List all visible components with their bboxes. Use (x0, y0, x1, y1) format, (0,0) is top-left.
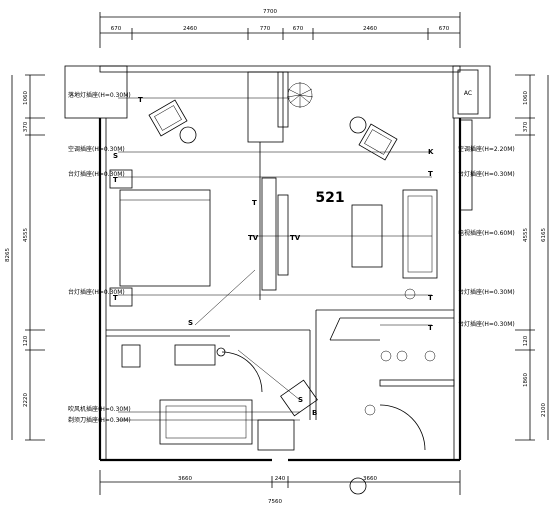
dim-bottom-total: 7560 (268, 499, 282, 505)
furniture: AC (109, 69, 479, 495)
round-table (349, 477, 367, 495)
label-ac-right: 空调插座(H=2.20M) (458, 145, 515, 153)
label-lamp-left-bottom: 台灯插座(H=0.30M) (68, 288, 125, 296)
nightstand-top (109, 169, 133, 189)
side-table-left (179, 126, 197, 144)
label-tv: 电视插座(H=0.60M) (458, 229, 515, 237)
bathroom-door-swing (221, 351, 263, 393)
bed (119, 189, 211, 287)
dim-bottom-3: 3660 (363, 476, 377, 482)
outlet-tv-right: TV (290, 234, 301, 242)
outlet-tv-center: TV (248, 234, 259, 242)
outlet-lamp-left-top: T (113, 176, 118, 184)
label-shaver: 剃须刀插座(H=0.30M) (68, 416, 131, 424)
dim-top-3: 770 (260, 26, 271, 32)
dim-right-3: 4555 (523, 228, 529, 242)
outlet-hairdryer: S (298, 396, 303, 404)
outlet-symbols: S T T T T TV TV K T T T B S S (113, 96, 434, 417)
fridge-label: AC (464, 90, 472, 97)
right-dimensions: 1060 370 4555 120 1860 6165 2100 (515, 74, 549, 441)
desk (459, 119, 473, 211)
dim-top-6: 670 (439, 26, 450, 32)
outlet-lamp-right-2: T (428, 294, 433, 302)
bottom-dimensions: 3660 240 3660 7560 (99, 470, 461, 505)
bathtub (159, 399, 253, 445)
plant-icon (286, 82, 314, 108)
armchair-left (148, 99, 188, 137)
dim-right-total-upper: 6165 (541, 228, 547, 242)
dim-right-total-lower: 2100 (541, 403, 547, 417)
door-swing (379, 404, 426, 451)
dim-left-1: 1060 (23, 91, 29, 105)
outlet-ac-left: S (113, 152, 118, 160)
dim-left-4: 120 (23, 335, 29, 346)
dim-top-2: 2460 (183, 26, 197, 32)
top-dimensions: 7700 670 2460 770 670 2460 670 (99, 9, 461, 48)
dim-top-total: 7700 (263, 9, 277, 15)
label-hairdryer: 吹风机插座(H=0.30M) (68, 405, 131, 413)
dim-left-5: 2220 (23, 393, 29, 407)
left-dimensions: 8265 1060 370 4555 120 2220 (5, 74, 45, 441)
outlet-floor-lamp: T (138, 96, 143, 104)
luggage-rack (280, 379, 318, 417)
dim-bottom-1: 3660 (178, 476, 192, 482)
outlet-lamp-right-3: T (428, 324, 433, 332)
dim-right-2: 370 (523, 121, 529, 132)
label-ac-left: 空调插座(H=0.30M) (68, 145, 125, 153)
nightstand-bottom (109, 287, 133, 307)
label-lamp-right-3: 台灯插座(H=0.30M) (458, 320, 515, 328)
label-lamp-right: 台灯插座(H=0.30M) (458, 170, 515, 178)
dim-right-5: 1860 (523, 373, 529, 387)
armchair-right (358, 123, 398, 161)
label-lamp-left-top: 台灯插座(H=0.30M) (68, 170, 125, 178)
room-number: 521 (315, 190, 344, 206)
dim-top-4: 670 (293, 26, 304, 32)
outlet-lamp-right: T (428, 170, 433, 178)
shower-tray (257, 419, 295, 451)
tv-cabinet (261, 177, 277, 291)
dim-bottom-2: 240 (275, 476, 286, 482)
dim-left-total: 8265 (5, 248, 11, 262)
label-floor-lamp: 落地灯插座(H=0.30M) (68, 91, 131, 99)
label-lamp-right-2: 台灯插座(H=0.30M) (458, 288, 515, 296)
outlet-ac-right: K (428, 148, 434, 156)
wiring (118, 97, 432, 421)
left-labels: 落地灯插座(H=0.30M) 空调插座(H=0.30M) 台灯插座(H=0.30… (68, 91, 131, 424)
side-table-right (349, 116, 367, 134)
dim-right-1: 1060 (523, 91, 529, 105)
dim-left-2: 370 (23, 121, 29, 132)
outlet-lamp-left-bottom: T (113, 294, 118, 302)
fridge (457, 69, 479, 115)
dim-right-4: 120 (523, 335, 529, 346)
outlet-bedside: S (188, 319, 193, 327)
dim-left-3: 4555 (23, 228, 29, 242)
sofa (402, 189, 438, 279)
outlet-shaver: B (312, 409, 317, 417)
walls (64, 65, 491, 462)
dim-top-1: 670 (111, 26, 122, 32)
toilet (121, 344, 141, 368)
vanity (174, 344, 216, 366)
right-labels: 空调插座(H=2.20M) 台灯插座(H=0.30M) 电视插座(H=0.60M… (458, 145, 515, 328)
outlet-tv-left: T (252, 199, 257, 207)
dim-top-5: 2460 (363, 26, 377, 32)
